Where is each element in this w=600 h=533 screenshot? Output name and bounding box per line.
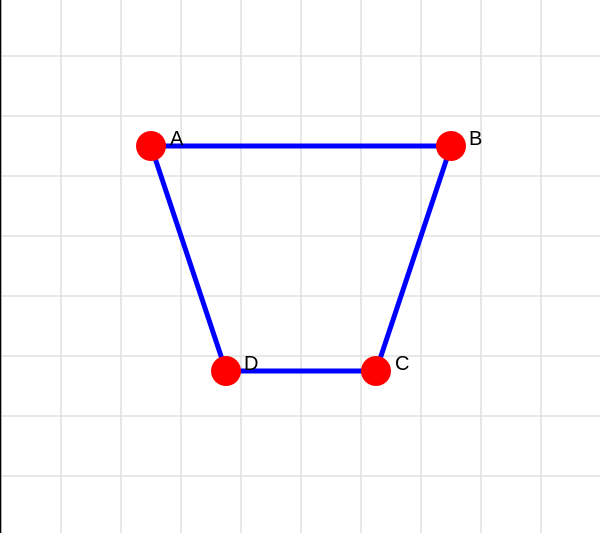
edge-d-a bbox=[148, 143, 229, 374]
vertex-label-c: C bbox=[395, 353, 409, 375]
edges bbox=[148, 143, 454, 374]
edge-b-c bbox=[373, 143, 454, 374]
vertex-label-b: B bbox=[469, 128, 482, 150]
vertex-label-d: D bbox=[244, 353, 258, 375]
vertex-d[interactable] bbox=[211, 356, 241, 386]
vertex-b[interactable] bbox=[436, 131, 466, 161]
vertex-labels: A B C D bbox=[170, 128, 482, 375]
vertices bbox=[136, 131, 466, 386]
vertex-a[interactable] bbox=[136, 131, 166, 161]
vertex-c[interactable] bbox=[361, 356, 391, 386]
vertex-label-a: A bbox=[170, 128, 184, 150]
